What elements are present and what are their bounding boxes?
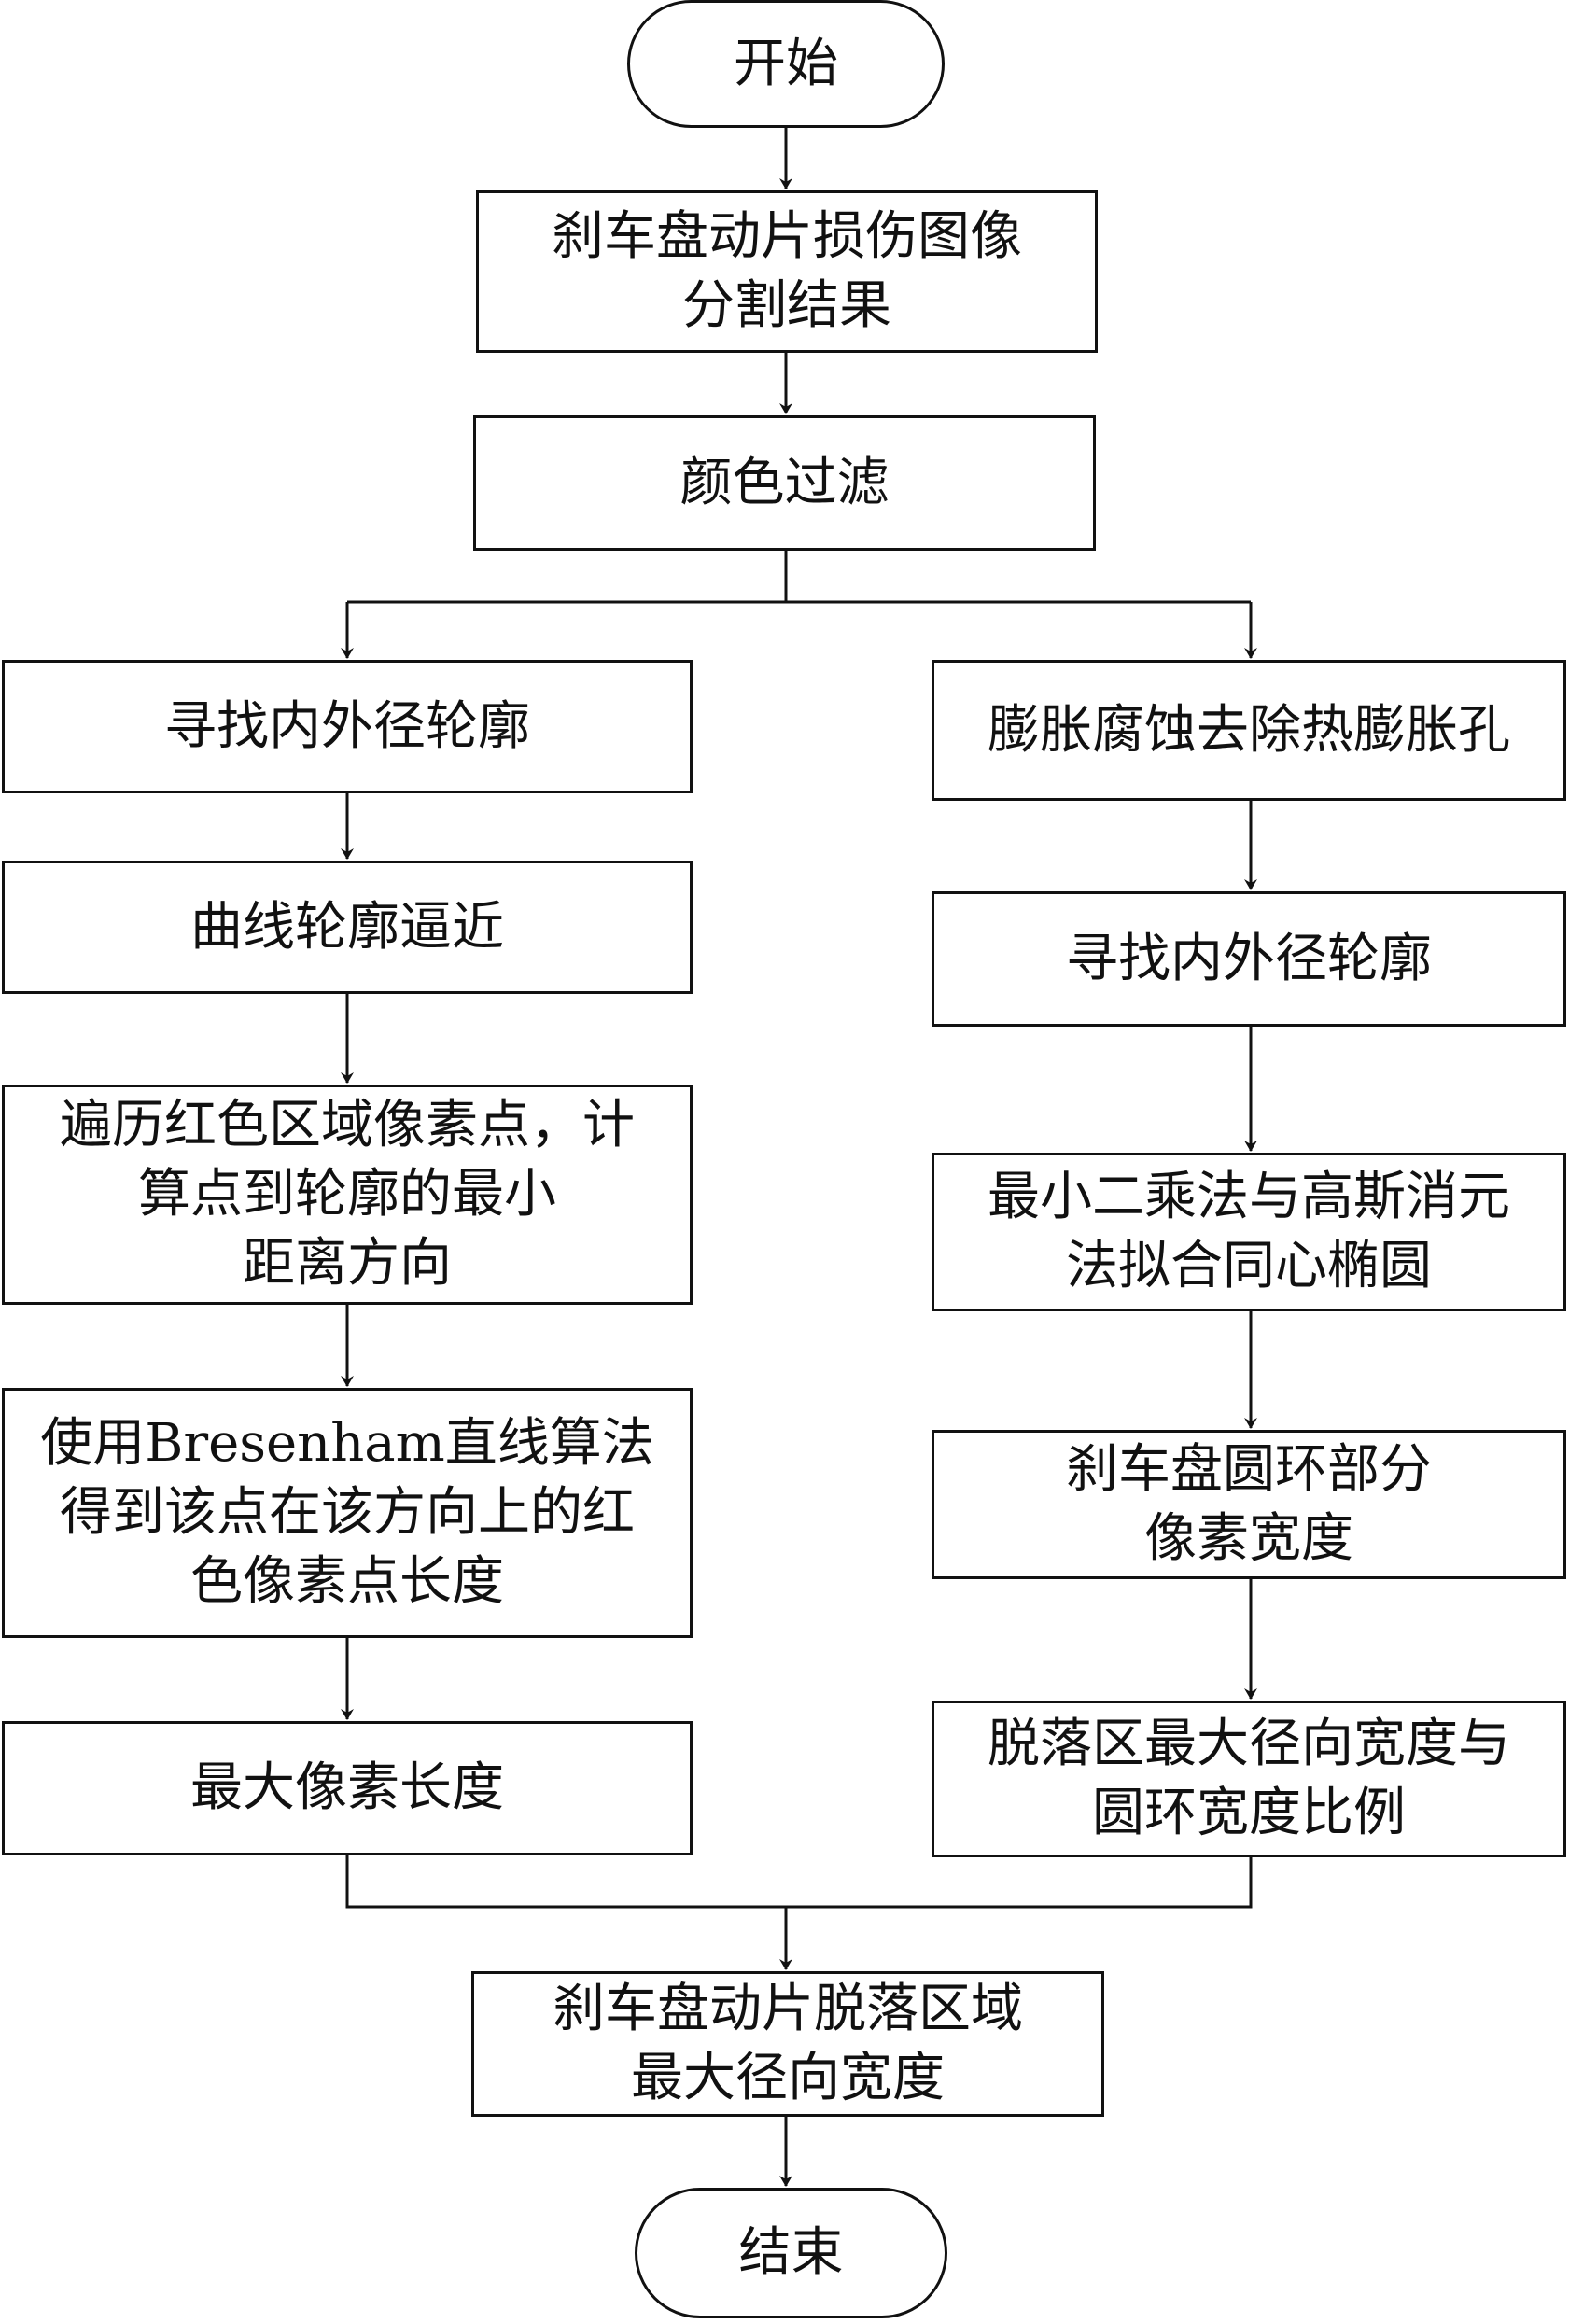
dilate-erode-node: 膨胀腐蚀去除热膨胀孔 [932,660,1566,801]
color-filter-node: 颜色过滤 [473,415,1096,551]
start-node: 开始 [627,0,945,128]
width-ratio-label: 脱落区最大径向宽度与 圆环宽度比例 [988,1714,1510,1843]
arrow-color-split [347,551,1251,604]
arrow-merge-lines [345,1855,1253,1909]
traverse-red-pixels-node: 遍历红色区域像素点，计 算点到轮廓的最小 距离方向 [2,1085,693,1305]
ellipse-fitting-node: 最小二乘法与高斯消元 法拟合同心椭圆 [932,1153,1566,1311]
width-ratio-node: 脱落区最大径向宽度与 圆环宽度比例 [932,1701,1566,1857]
dilate-erode-label: 膨胀腐蚀去除热膨胀孔 [988,699,1510,761]
end-node-label: 结束 [738,2222,844,2284]
result-node: 刹车盘动片脱落区域 最大径向宽度 [471,1971,1104,2117]
start-node-label: 开始 [734,33,838,94]
end-node: 结束 [635,2188,947,2318]
right-find-contour-label: 寻找内外径轮廓 [1066,928,1432,989]
ring-width-node: 刹车盘圆环部分 像素宽度 [932,1430,1566,1579]
result-label: 刹车盘动片脱落区域 最大径向宽度 [553,1979,1023,2108]
ring-width-label: 刹车盘圆环部分 像素宽度 [1066,1439,1432,1569]
left-find-contour-label: 寻找内外径轮廓 [164,695,530,757]
right-find-contour-node: 寻找内外径轮廓 [932,891,1566,1027]
segmentation-result-node: 刹车盘动片损伤图像 分割结果 [476,190,1098,353]
traverse-red-pixels-label: 遍历红色区域像素点，计 算点到轮廓的最小 距离方向 [60,1095,635,1294]
segmentation-result-label: 刹车盘动片损伤图像 分割结果 [552,206,1022,336]
curve-approximation-node: 曲线轮廓逼近 [2,861,693,994]
bresenham-label: 使用Bresenham直线算法 得到该点在该方向上的红 色像素点长度 [40,1413,654,1612]
ellipse-fitting-label: 最小二乘法与高斯消元 法拟合同心椭圆 [988,1167,1510,1296]
curve-approximation-label: 曲线轮廓逼近 [190,896,504,958]
max-pixel-length-node: 最大像素长度 [2,1721,693,1855]
max-pixel-length-label: 最大像素长度 [190,1757,504,1819]
color-filter-label: 颜色过滤 [679,452,890,513]
left-find-contour-node: 寻找内外径轮廓 [2,660,693,793]
bresenham-node: 使用Bresenham直线算法 得到该点在该方向上的红 色像素点长度 [2,1388,693,1638]
